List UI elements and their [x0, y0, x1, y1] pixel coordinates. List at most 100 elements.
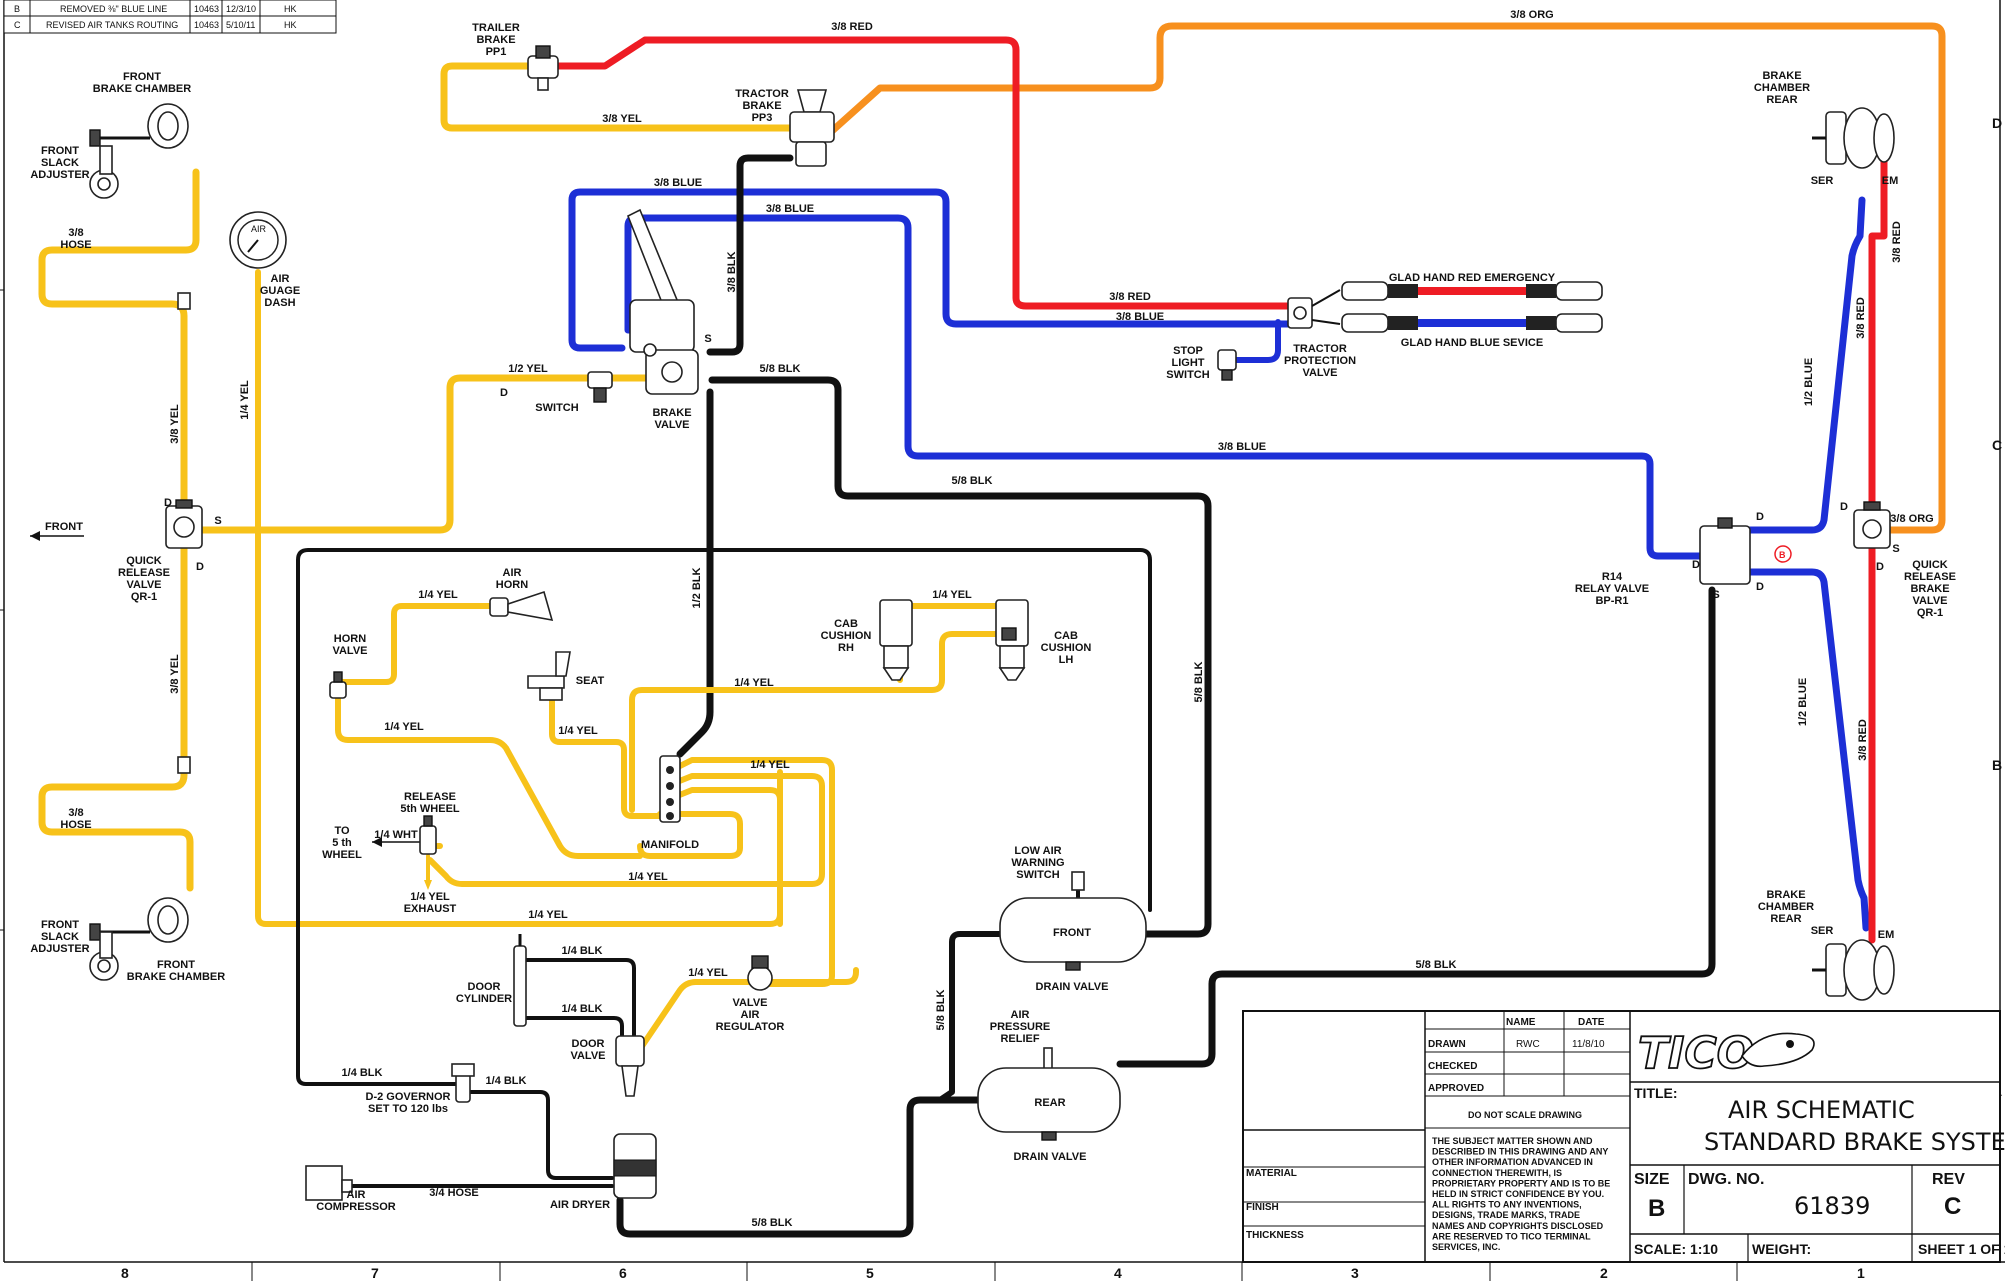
port-d-9: D	[1840, 501, 1848, 513]
label-blk-58-vert: 5/8 BLK	[1193, 661, 1205, 702]
release-5th-wheel-valve	[419, 815, 437, 855]
port-s-8: S	[1712, 589, 1719, 601]
label-blk-vert: 3/8 BLK	[726, 251, 738, 292]
line-blue-38-b	[624, 214, 1704, 560]
arrow-exhaust	[424, 880, 432, 890]
label-blue-b: 3/8 BLUE	[766, 203, 814, 215]
border-col-2: 2	[1600, 1265, 1608, 1281]
tb-title-header: TITLE:	[1634, 1085, 1678, 1101]
rev-c-by: HK	[284, 20, 297, 30]
port-d-2: D	[164, 497, 172, 509]
label-blk-58-rear: 5/8 BLK	[1416, 959, 1457, 971]
front-brake-chamber-bottom	[89, 897, 189, 943]
air-pressure-relief-valve	[1043, 1047, 1053, 1071]
port-d-4: D	[196, 561, 204, 573]
border-col-6: 6	[619, 1265, 627, 1281]
label-org-38-rear: 3/8 ORG	[1890, 513, 1933, 525]
air-horn	[489, 590, 554, 622]
tb-finish: FINISH	[1246, 1202, 1279, 1213]
brake-valve	[626, 208, 699, 395]
rear-air-tank	[977, 1067, 1121, 1141]
label-blue-a: 3/8 BLUE	[654, 177, 702, 189]
label-seat: SEAT	[576, 675, 605, 687]
tb-sheet: SHEET 1 OF 1	[1918, 1241, 2005, 1257]
border-col-3: 3	[1351, 1265, 1359, 1281]
label-yel-38-left-bot: 3/8 YEL	[169, 654, 181, 694]
label-blk-12: 1/2 BLK	[691, 567, 703, 608]
label-yel-top: 3/8 YEL	[602, 113, 642, 125]
label-red-38-v3: 3/8 RED	[1857, 719, 1869, 761]
hose-fitting-bottom	[177, 756, 191, 774]
label-yel-14-reg: 1/4 YEL	[688, 967, 728, 979]
border-col-8: 8	[121, 1265, 129, 1281]
rev-c-ecn: 10463	[194, 20, 219, 30]
rev-b-ecn: 10463	[194, 4, 219, 14]
line-black-58-tanks	[937, 931, 1003, 1103]
label-yel-14-cab2: 1/4 YEL	[734, 677, 774, 689]
rev-c-letter: C	[14, 20, 21, 30]
border-col-7: 7	[371, 1265, 379, 1281]
line-black-14-door2	[524, 1016, 624, 1042]
tb-weight: WEIGHT:	[1752, 1241, 1811, 1257]
seat-valve	[527, 651, 571, 701]
label-yel-14-man: 1/4 YEL	[750, 759, 790, 771]
border-row-b: B	[1992, 757, 2002, 773]
line-yellow-14-man3	[669, 787, 783, 927]
line-yellow-14-cab2	[897, 603, 1005, 683]
label-em-bottom: EM	[1878, 929, 1895, 941]
front-slack-adjuster-top	[89, 145, 119, 199]
tb-scale: SCALE: 1:10	[1634, 1241, 1718, 1257]
label-manifold: MANIFOLD	[641, 839, 699, 851]
label-drain-valve-front: DRAIN VALVE	[1036, 981, 1109, 993]
tb-material: MATERIAL	[1246, 1168, 1297, 1179]
valve-air-regulator	[747, 955, 773, 991]
border-col-4: 4	[1114, 1265, 1122, 1281]
port-s-10: S	[1892, 543, 1899, 555]
revision-table: B REMOVED ⅜" BLUE LINE 10463 12/3/10 HK …	[3, 0, 337, 34]
air-compressor	[305, 1165, 353, 1201]
title-block: NAME DATE DRAWN RWC 11/8/10 CHECKED APPR…	[1242, 1010, 2005, 1263]
label-hose-34: 3/4 HOSE	[429, 1187, 479, 1199]
line-yellow-14-horn	[335, 603, 495, 685]
tb-title-line1: AIR SCHEMATIC	[1728, 1096, 1915, 1124]
glad-hand-blue	[1341, 313, 1603, 333]
tb-title-line2: STANDARD BRAKE SYSTEM	[1704, 1128, 2005, 1156]
label-glad-red: GLAD HAND RED EMERGENCY	[1389, 272, 1556, 284]
low-air-warning-switch	[1071, 871, 1085, 891]
label-red-38-v2: 3/8 RED	[1855, 297, 1867, 339]
port-d-5: D	[1756, 511, 1764, 523]
tb-rev-header: REV	[1932, 1171, 1965, 1188]
label-blk-58-tank: 5/8 BLK	[935, 989, 947, 1030]
label-switch: SWITCH	[535, 402, 578, 414]
rev-c-date: 5/10/11	[226, 20, 255, 30]
line-yellow-14-seat	[549, 697, 663, 819]
tb-rev-value: C	[1944, 1193, 1961, 1220]
line-black-58-dryer	[616, 1096, 984, 1238]
tractor-brake-valve	[789, 89, 835, 167]
tb-do-not-scale: DO NOT SCALE DRAWING	[1468, 1110, 1582, 1120]
label-yel-14-horn: 1/4 YEL	[418, 589, 458, 601]
label-blk-58-dryer: 5/8 BLK	[752, 1217, 793, 1229]
label-wht-14: 1/4 WHT	[374, 829, 418, 841]
cab-cushion-rh	[879, 599, 913, 681]
stop-light-switch	[1217, 349, 1237, 381]
label-blk-14-gov2: 1/4 BLK	[486, 1075, 527, 1087]
line-red-top	[551, 36, 1296, 310]
quick-release-valve-rear	[1853, 501, 1891, 549]
label-yel-14-long: 1/4 YEL	[528, 909, 568, 921]
